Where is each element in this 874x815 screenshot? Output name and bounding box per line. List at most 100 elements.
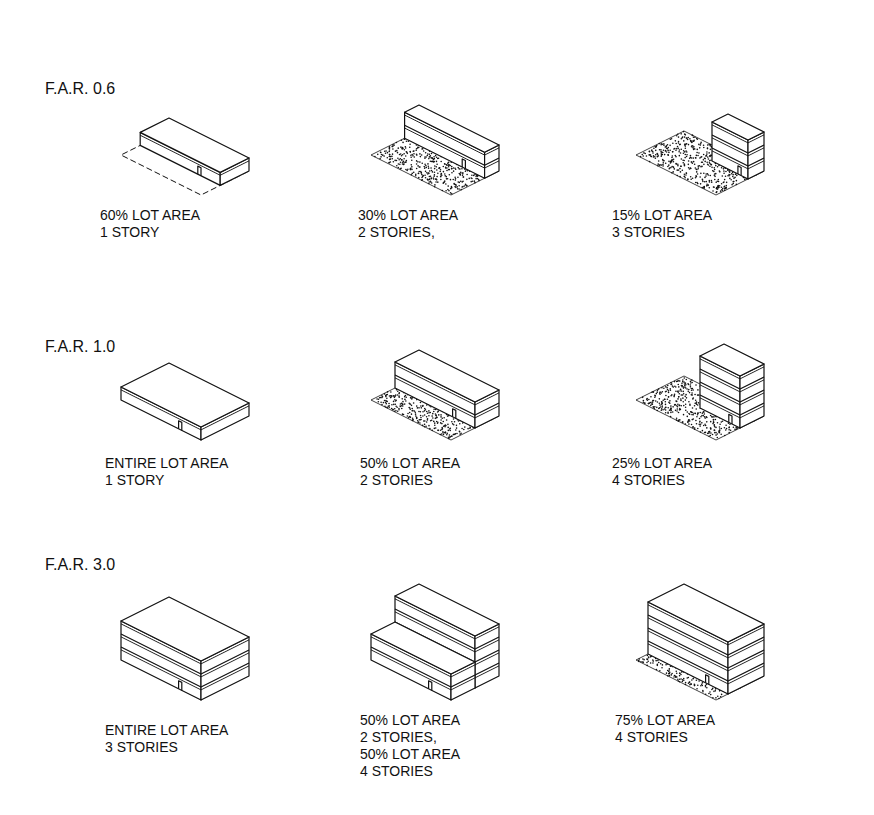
stipple-dot [412,417,414,419]
stipple-dot [688,419,690,421]
stipple-dot [445,183,447,185]
stipple-dot [431,153,433,155]
stipple-dot [435,166,437,168]
stipple-dot [677,133,679,135]
stipple-dot [667,407,669,409]
stipple-dot [412,150,414,152]
stipple-dot [651,402,653,404]
stipple-dot [427,163,429,165]
stipple-dot [392,144,394,146]
stipple-dot [665,391,667,393]
stipple-dot [673,158,675,160]
stipple-dot [453,170,455,172]
stipple-dot [420,405,422,407]
stipple-dot [400,162,402,164]
stipple-dot [701,187,703,189]
stipple-dot [478,179,480,181]
stipple-dot [420,419,422,421]
stipple-dot [678,147,680,149]
stipple-dot [703,186,705,188]
stipple-dot [682,421,684,423]
stipple-dot [398,409,400,411]
stipple-dot [673,168,675,170]
stipple-dot [681,382,683,384]
stipple-dot [725,429,727,431]
stipple-dot [732,176,734,178]
stipple-dot [440,179,442,181]
stipple-dot [684,176,686,178]
stipple-dot [471,174,473,176]
stipple-dot [387,152,389,154]
stipple-dot [677,163,679,165]
stipple-dot [670,407,672,409]
stipple-dot [704,161,706,163]
stipple-dot [716,191,718,193]
stipple-dot [704,158,706,160]
stipple-dot [683,393,685,395]
stipple-dot [427,179,429,181]
stipple-dot [689,138,691,140]
stipple-dot [431,170,433,172]
stipple-dot [713,419,715,421]
stipple-dot [685,399,687,401]
stipple-dot [380,156,382,158]
stipple-dot [454,176,456,178]
stipple-dot [478,180,480,182]
stipple-dot [693,157,695,159]
stipple-dot [447,162,449,164]
stipple-dot [440,419,442,421]
stipple-dot [724,179,726,181]
stipple-dot [665,406,667,408]
stipple-dot [653,400,655,402]
stipple-dot [376,398,378,400]
stipple-dot [437,158,439,160]
stipple-dot [389,154,391,156]
stipple-dot [401,148,403,150]
stipple-dot [678,420,680,422]
stipple-dot [663,149,665,151]
stipple-dot [733,177,735,179]
stipple-dot [702,412,704,414]
stipple-dot [707,163,709,165]
stipple-dot [704,181,706,183]
stipple-dot [719,428,721,430]
stipple-dot [423,166,425,168]
stipple-dot [447,189,449,191]
stipple-dot [420,171,422,173]
stipple-dot [691,394,693,396]
stipple-dot [667,144,669,146]
stipple-dot [692,135,694,137]
stipple-dot [469,427,471,429]
stipple-dot [690,411,692,413]
stipple-dot [402,142,404,144]
stipple-dot [651,149,653,151]
stipple-dot [703,186,705,188]
stipple-dot [399,154,401,156]
stipple-dot [415,175,417,177]
stipple-dot [458,188,460,190]
stipple-dot [707,184,709,186]
stipple-dot [405,169,407,171]
stipple-dot [731,184,733,186]
stipple-dot [435,178,437,180]
stipple-dot [709,187,711,189]
stipple-dot [680,405,682,407]
stipple-dot [696,182,698,184]
stipple-dot [660,151,662,153]
stipple-dot [690,176,692,178]
stipple-dot [684,145,686,147]
stipple-dot [475,176,477,178]
stipple-dot [455,433,457,435]
stipple-dot [432,171,434,173]
stipple-dot [694,148,696,150]
stipple-dot [395,399,397,401]
stipple-dot [658,160,660,162]
stipple-dot [425,171,427,173]
stipple-dot [405,162,407,164]
stipple-dot [428,167,430,169]
stipple-dot [698,144,700,146]
stipple-dot [464,426,466,428]
stipple-dot [436,421,438,423]
stipple-dot [384,150,386,152]
stipple-dot [715,434,717,436]
